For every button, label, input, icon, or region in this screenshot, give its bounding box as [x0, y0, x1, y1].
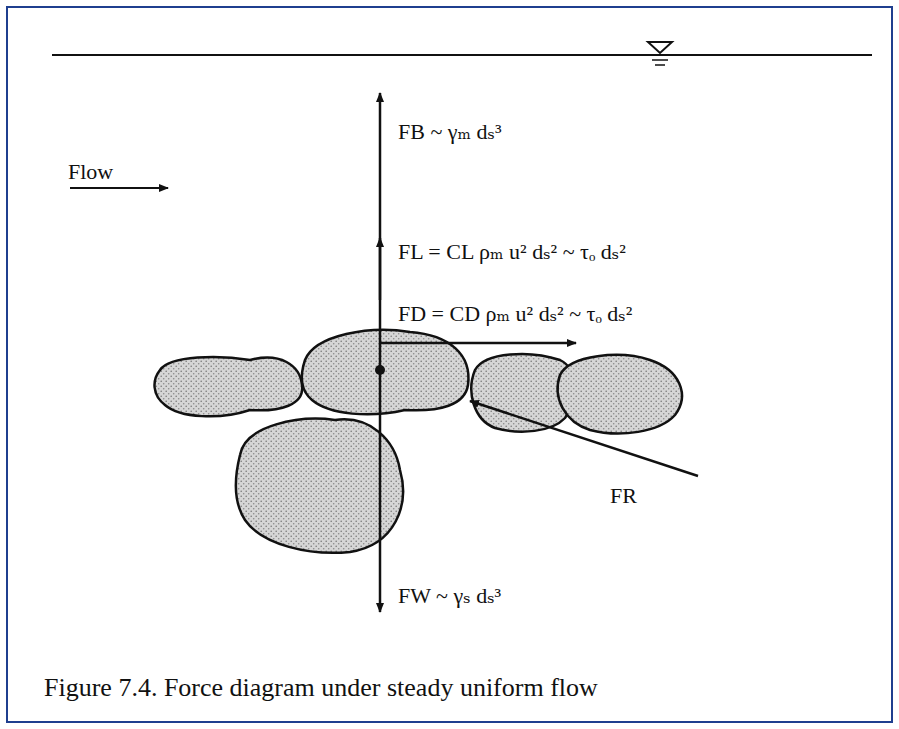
- lift-force-label: FL = CL ρₘ u² dₛ² ~ τₒ dₛ²: [398, 240, 626, 264]
- weight-force-label: FW ~ γₛ dₛ³: [398, 584, 501, 608]
- reaction-force-label: FR: [610, 484, 637, 508]
- drag-force-label: FD = CD ρₘ u² dₛ² ~ τₒ dₛ²: [398, 302, 632, 326]
- flow-label: Flow: [68, 160, 113, 184]
- buoyancy-force-label: FB ~ γₘ dₛ³: [398, 120, 502, 144]
- figure-caption: Figure 7.4. Force diagram under steady u…: [44, 674, 598, 703]
